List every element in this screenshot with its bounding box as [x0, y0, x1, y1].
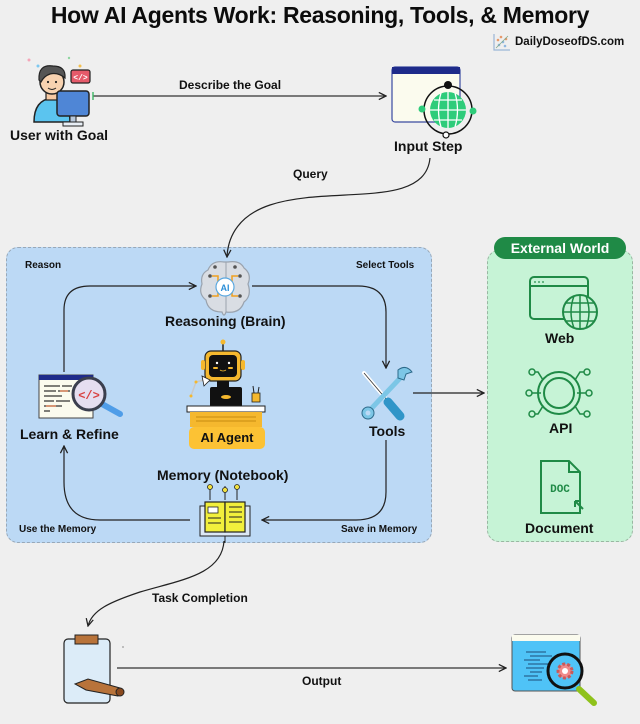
- api-label: API: [549, 420, 573, 436]
- document-label: Document: [525, 520, 594, 536]
- clipboard-pencil-icon: [63, 634, 125, 704]
- edge-reason: [63, 286, 196, 372]
- reason-label: Reason: [25, 260, 62, 271]
- doc-text: DOC: [550, 484, 570, 496]
- user-at-computer-icon: </>: [27, 56, 91, 127]
- brand: DailyDoseofDS.com: [492, 32, 624, 52]
- ai-text: AI: [221, 283, 230, 293]
- user-with-goal-label: User with Goal: [10, 127, 109, 143]
- memory-label: Memory (Notebook): [157, 467, 289, 483]
- web-label: Web: [545, 330, 575, 346]
- code-magnifier-icon: </>: [38, 374, 123, 419]
- diagram-title: How AI Agents Work: Reasoning, Tools, & …: [50, 2, 590, 28]
- wrench-screwdriver-icon: [361, 366, 413, 421]
- edge-select-tools: [252, 285, 386, 368]
- web-browser-globe-icon: [529, 276, 598, 330]
- use-memory-label: Use the Memory: [19, 524, 97, 535]
- input-step-label: Input Step: [394, 138, 463, 154]
- notebook-icon: [199, 484, 251, 543]
- tools-label: Tools: [369, 423, 406, 439]
- query-label: Query: [293, 167, 328, 181]
- svg-text:</>: </>: [73, 74, 88, 83]
- edge-use-memory: [64, 446, 190, 521]
- doc-file-icon: DOC: [540, 460, 584, 514]
- external-world-title: External World: [494, 237, 626, 259]
- robot-at-desk-icon: [186, 339, 266, 427]
- code-symbol-text: </>: [78, 389, 100, 403]
- brand-name: DailyDoseofDS.com: [515, 36, 625, 48]
- ai-agent-badge: AI Agent: [189, 427, 265, 449]
- external-world-panel: [487, 250, 633, 542]
- reasoning-label: Reasoning (Brain): [165, 313, 286, 329]
- api-circuit-icon: [525, 368, 593, 418]
- browser-gear-search-icon: [511, 634, 597, 706]
- select-tools-label: Select Tools: [356, 260, 415, 271]
- task-completion-label: Task Completion: [152, 591, 248, 605]
- edge-save-memory: [262, 440, 387, 520]
- browser-globe-icon: [391, 66, 477, 139]
- ai-brain-icon: AI: [200, 261, 250, 316]
- describe-goal-label: Describe the Goal: [179, 78, 282, 92]
- save-memory-label: Save in Memory: [341, 524, 418, 535]
- output-label: Output: [302, 674, 342, 688]
- scatter-plot-logo-icon: [493, 34, 510, 51]
- learn-refine-label: Learn & Refine: [20, 426, 119, 442]
- edge-query: [227, 157, 431, 257]
- edge-task-completion: [88, 540, 225, 626]
